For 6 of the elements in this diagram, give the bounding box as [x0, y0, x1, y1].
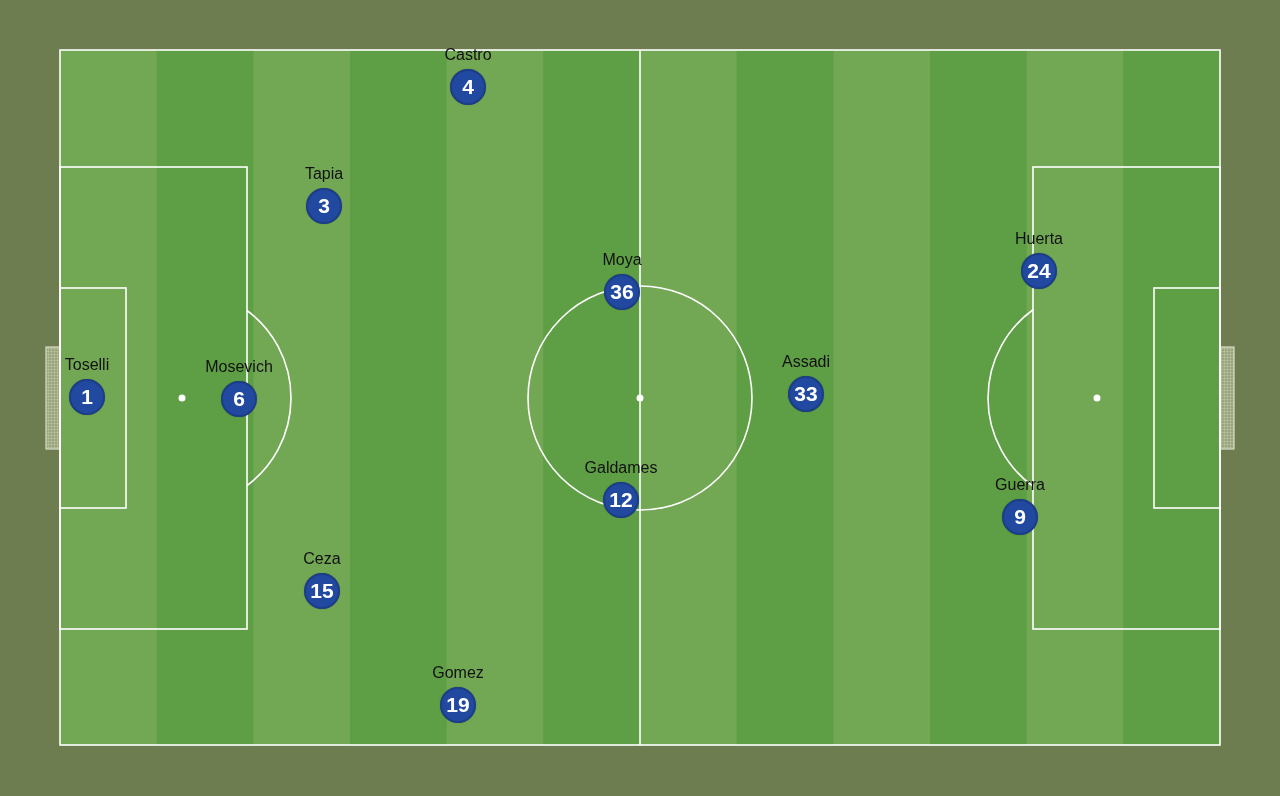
player-name: Tapia — [304, 164, 344, 184]
player-name: Toselli — [64, 355, 110, 375]
player-name: Gomez — [432, 663, 484, 683]
player-name: Assadi — [782, 352, 830, 372]
player-name: Ceza — [303, 549, 341, 569]
player-name: Castro — [444, 45, 492, 65]
